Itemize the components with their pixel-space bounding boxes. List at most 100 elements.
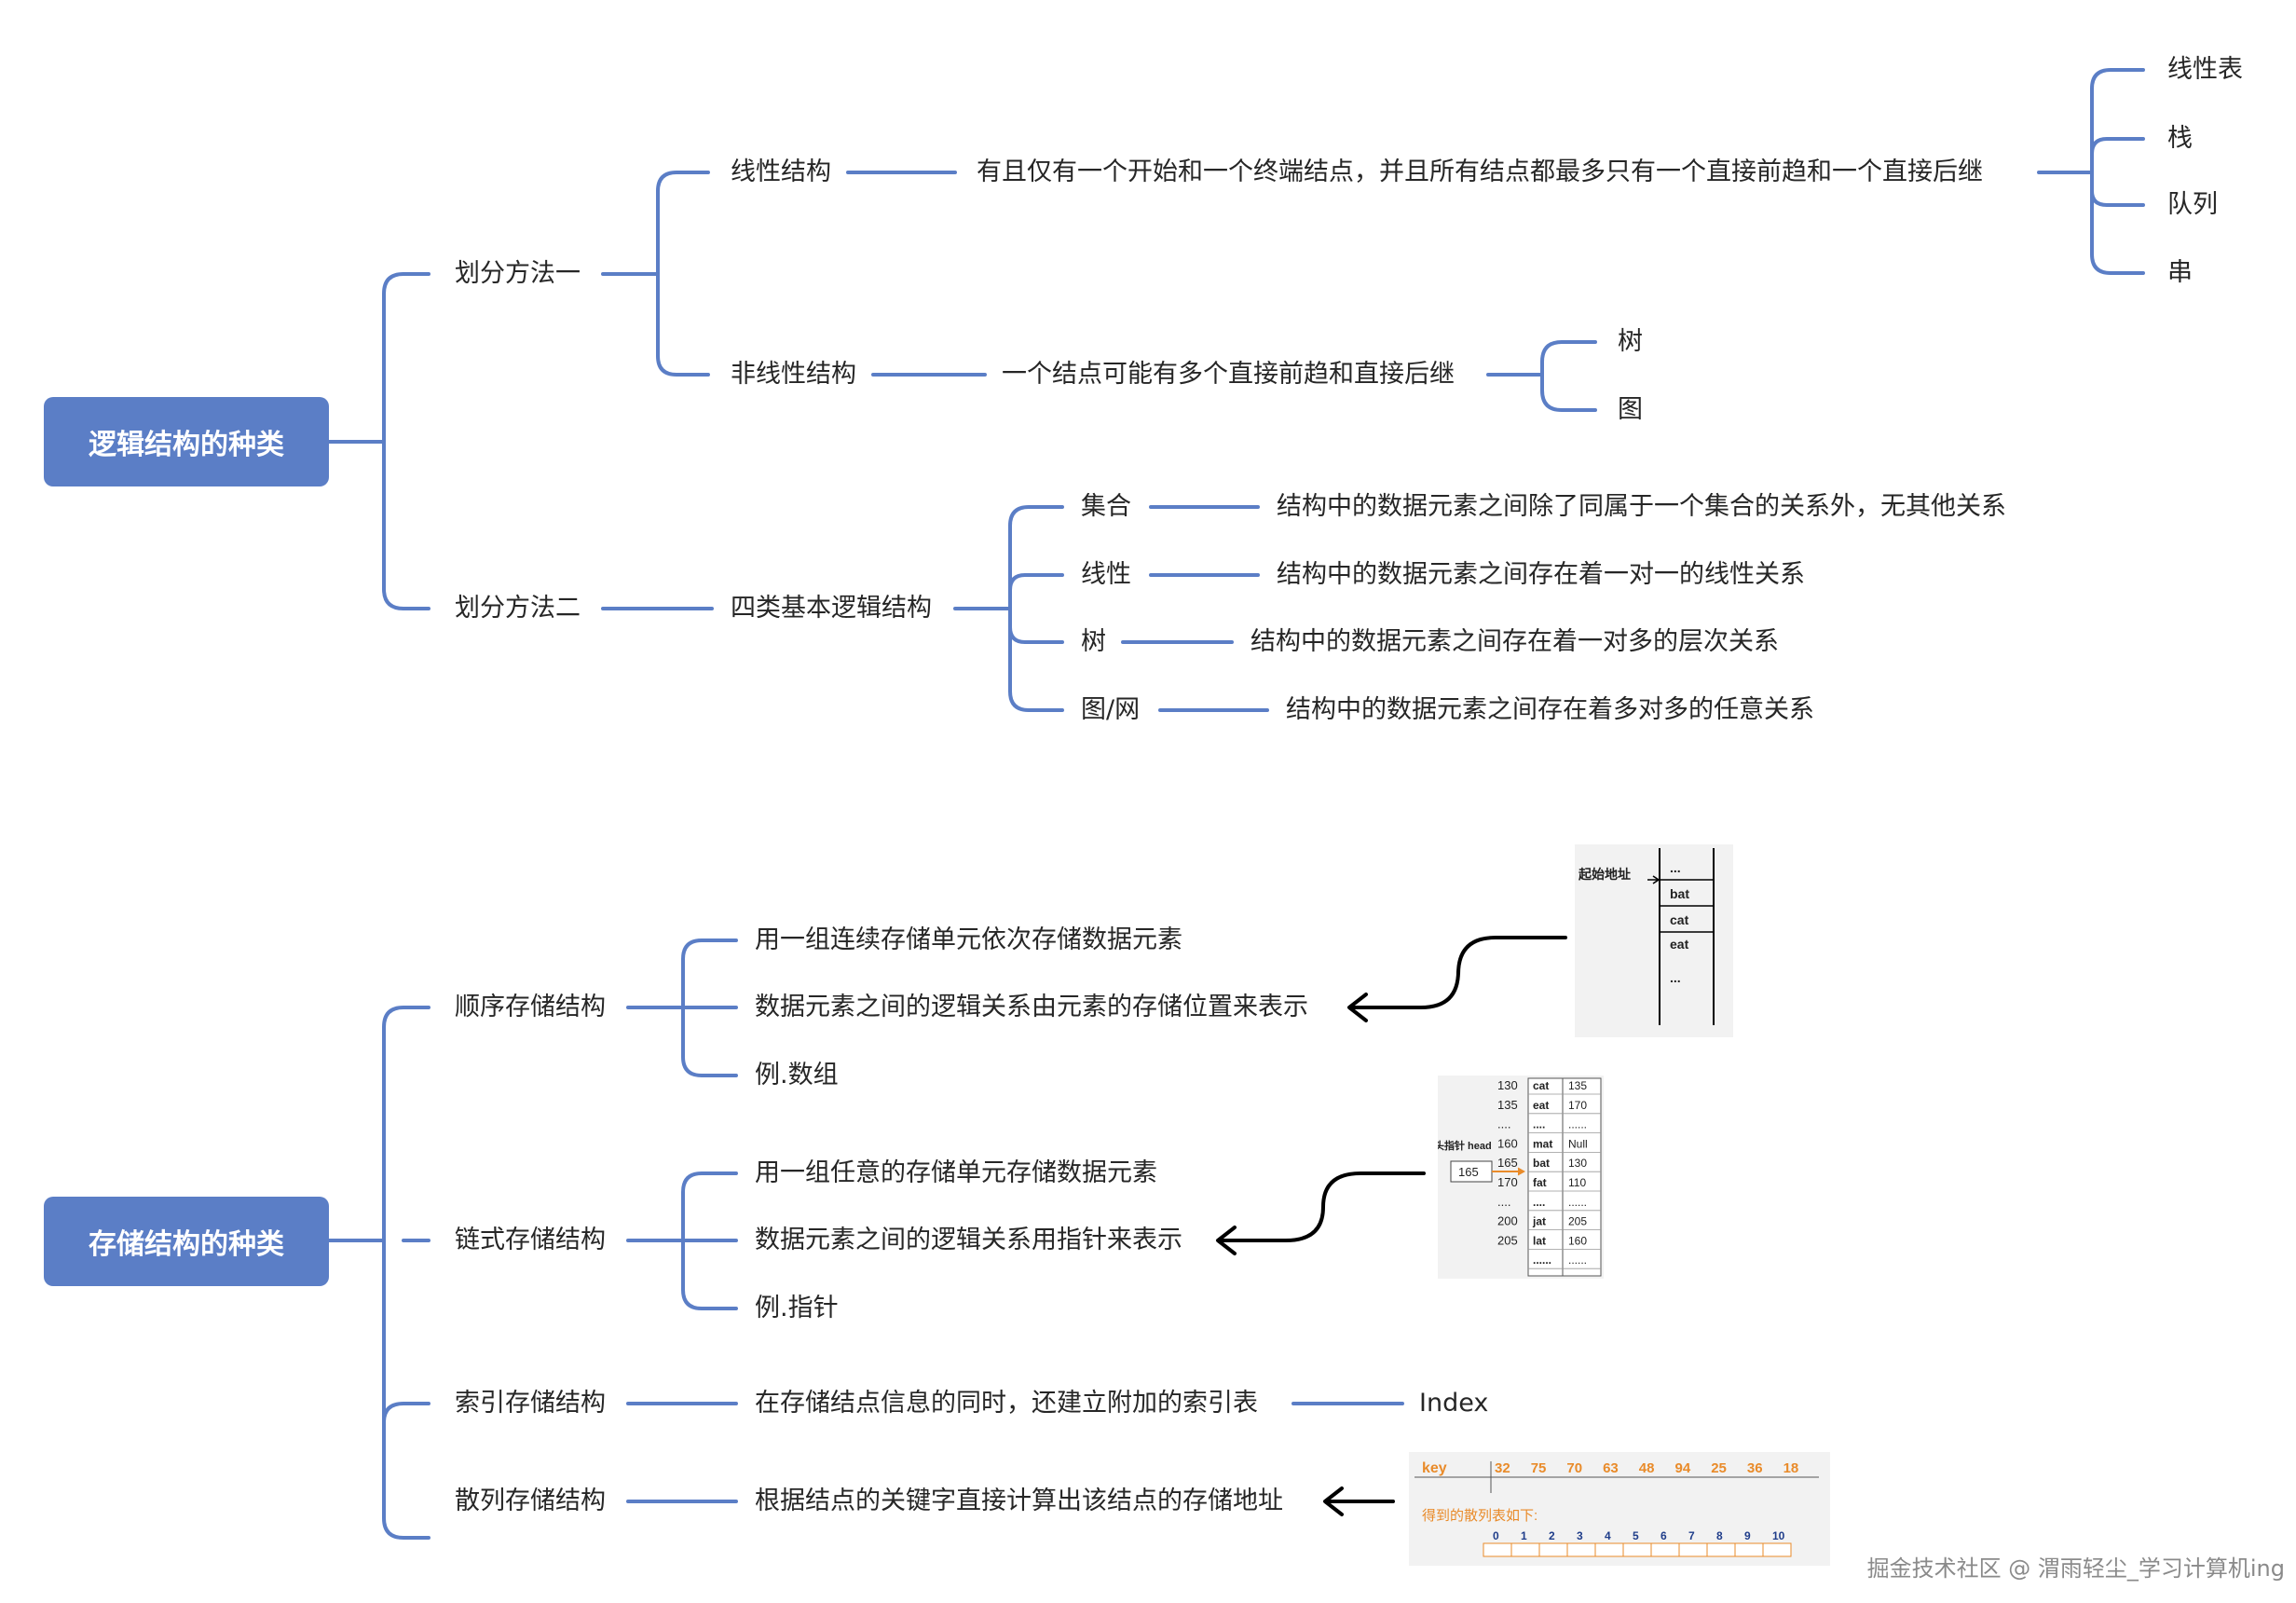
linked-row-value: eat (1533, 1099, 1549, 1112)
hash-table-cell (1483, 1542, 1512, 1557)
linked-head-label: 头指针 head (1438, 1139, 1492, 1152)
nonlinear-item-tree[interactable]: 树 (1618, 327, 1643, 356)
hash-index-label: 10 (1772, 1529, 1785, 1542)
hash-table-cell (1622, 1542, 1652, 1557)
linked-row-address: 165 (1497, 1156, 1518, 1170)
linear-item-queue[interactable]: 队列 (2167, 190, 2218, 219)
hash-key-label: key (1422, 1460, 1447, 1476)
storage-root-node[interactable]: 存储结构的种类 (44, 1197, 329, 1286)
hash-index-label: 8 (1716, 1529, 1723, 1542)
seq-item-position[interactable]: 数据元素之间的逻辑关系由元素的存储位置来表示 (755, 993, 1308, 1021)
sequential-storage-node[interactable]: 顺序存储结构 (455, 993, 606, 1021)
linked-row-address: 200 (1497, 1214, 1518, 1228)
hash-index-label: 4 (1605, 1529, 1611, 1542)
linear-description-node[interactable]: 有且仅有一个开始和一个终端结点，并且所有结点都最多只有一个直接前趋和一个直接后继 (977, 158, 1983, 186)
kind-linear-node[interactable]: 线性 (1081, 560, 1131, 589)
seq-item-contiguous[interactable]: 用一组连续存储单元依次存储数据元素 (755, 925, 1182, 954)
hash-description-node[interactable]: 根据结点的关键字直接计算出该结点的存储地址 (755, 1487, 1283, 1515)
hash-index-label: 6 (1660, 1529, 1667, 1542)
kind-set-node[interactable]: 集合 (1081, 492, 1131, 521)
linked-row-value: lat (1533, 1234, 1546, 1247)
link-item-example[interactable]: 例.指针 (755, 1294, 839, 1322)
hash-table-cell (1510, 1542, 1540, 1557)
nonlinear-item-graph[interactable]: 图 (1618, 395, 1643, 424)
linked-row-address: 135 (1497, 1098, 1518, 1112)
hash-index-label: 1 (1521, 1529, 1527, 1542)
linked-storage-node[interactable]: 链式存储结构 (455, 1226, 606, 1254)
hash-key-value: 94 (1675, 1460, 1691, 1476)
linked-row-next: 130 (1568, 1157, 1587, 1170)
linked-row-address: .... (1497, 1117, 1510, 1131)
hash-key-value: 32 (1495, 1460, 1510, 1476)
array-cell-2: cat (1670, 912, 1689, 927)
linked-row-next: 110 (1568, 1176, 1586, 1189)
linked-row-address: 205 (1497, 1233, 1518, 1247)
array-cell-1: bat (1670, 886, 1689, 901)
index-description-node[interactable]: 在存储结点信息的同时，还建立附加的索引表 (755, 1389, 1258, 1418)
hash-table-cell (1762, 1542, 1792, 1557)
hash-table-cell (1538, 1542, 1568, 1557)
linked-row-next: 170 (1568, 1099, 1587, 1112)
array-cell-3: eat (1670, 937, 1689, 952)
link-item-arbitrary[interactable]: 用一组任意的存储单元存储数据元素 (755, 1158, 1157, 1187)
linear-item-string[interactable]: 串 (2167, 258, 2193, 287)
hash-index-label: 2 (1549, 1529, 1555, 1542)
linked-row-address: .... (1497, 1195, 1510, 1209)
four-basic-structures-node[interactable]: 四类基本逻辑结构 (731, 594, 932, 623)
hash-storage-node[interactable]: 散列存储结构 (455, 1487, 606, 1515)
hash-index-label: 5 (1633, 1529, 1639, 1542)
hash-table-cell (1734, 1542, 1764, 1557)
kind-set-description[interactable]: 结构中的数据元素之间除了同属于一个集合的关系外，无其他关系 (1277, 492, 2006, 521)
hash-index-label: 9 (1744, 1529, 1751, 1542)
hash-table-cell (1594, 1542, 1624, 1557)
hash-index-label: 0 (1493, 1529, 1499, 1542)
array-cell-0: ... (1670, 860, 1681, 875)
linked-row-address: 170 (1497, 1175, 1518, 1189)
linked-row-value: .... (1533, 1196, 1545, 1209)
kind-graph-description[interactable]: 结构中的数据元素之间存在着多对多的任意关系 (1286, 695, 1814, 724)
hash-index-label: 7 (1688, 1529, 1695, 1542)
linked-row-next: 205 (1568, 1215, 1587, 1228)
hash-key-value: 18 (1784, 1460, 1799, 1476)
hash-index-label: 3 (1577, 1529, 1583, 1542)
array-memory-figure: 起始地址 ... bat cat eat ... (1575, 844, 1733, 1037)
nonlinear-structure-node[interactable]: 非线性结构 (731, 360, 856, 389)
method-one-node[interactable]: 划分方法一 (455, 259, 581, 288)
hash-key-value: 70 (1566, 1460, 1582, 1476)
kind-tree-node[interactable]: 树 (1081, 627, 1106, 656)
linked-row-value: cat (1533, 1079, 1549, 1092)
linear-structure-node[interactable]: 线性结构 (731, 158, 831, 186)
kind-linear-description[interactable]: 结构中的数据元素之间存在着一对一的线性关系 (1277, 560, 1805, 589)
linked-row-next: ...... (1568, 1196, 1587, 1209)
hash-table-cell (1566, 1542, 1596, 1557)
linked-row-value: fat (1533, 1176, 1547, 1189)
index-leaf-node[interactable]: Index (1419, 1389, 1489, 1418)
linked-head-value: 165 (1458, 1165, 1479, 1179)
indexed-storage-node[interactable]: 索引存储结构 (455, 1389, 606, 1418)
method-two-node[interactable]: 划分方法二 (455, 594, 581, 623)
linked-row-address: 160 (1497, 1136, 1518, 1150)
hash-table-cell (1678, 1542, 1708, 1557)
hash-key-value: 25 (1711, 1460, 1727, 1476)
array-start-label: 起始地址 (1578, 867, 1631, 882)
linked-row-next: 135 (1568, 1079, 1587, 1092)
linked-row-next: ...... (1568, 1118, 1587, 1131)
nonlinear-description-node[interactable]: 一个结点可能有多个直接前趋和直接后继 (1002, 360, 1455, 389)
hash-table-cell (1706, 1542, 1736, 1557)
linked-row-value: mat (1533, 1137, 1552, 1150)
kind-tree-description[interactable]: 结构中的数据元素之间存在着一对多的层次关系 (1250, 627, 1779, 656)
hash-key-value: 36 (1747, 1460, 1763, 1476)
linear-item-list[interactable]: 线性表 (2167, 55, 2243, 84)
linear-item-stack[interactable]: 栈 (2167, 124, 2193, 153)
kind-graph-node[interactable]: 图/网 (1081, 695, 1141, 724)
link-item-pointer[interactable]: 数据元素之间的逻辑关系用指针来表示 (755, 1226, 1182, 1254)
hash-table-cell (1650, 1542, 1680, 1557)
linked-row-value: jat (1532, 1215, 1546, 1228)
linked-row-next: ...... (1568, 1254, 1587, 1267)
linked-row-next: Null (1568, 1137, 1588, 1150)
linked-row-next: 160 (1568, 1234, 1587, 1247)
logic-root-node[interactable]: 逻辑结构的种类 (44, 397, 329, 486)
seq-item-example[interactable]: 例.数组 (755, 1061, 839, 1089)
